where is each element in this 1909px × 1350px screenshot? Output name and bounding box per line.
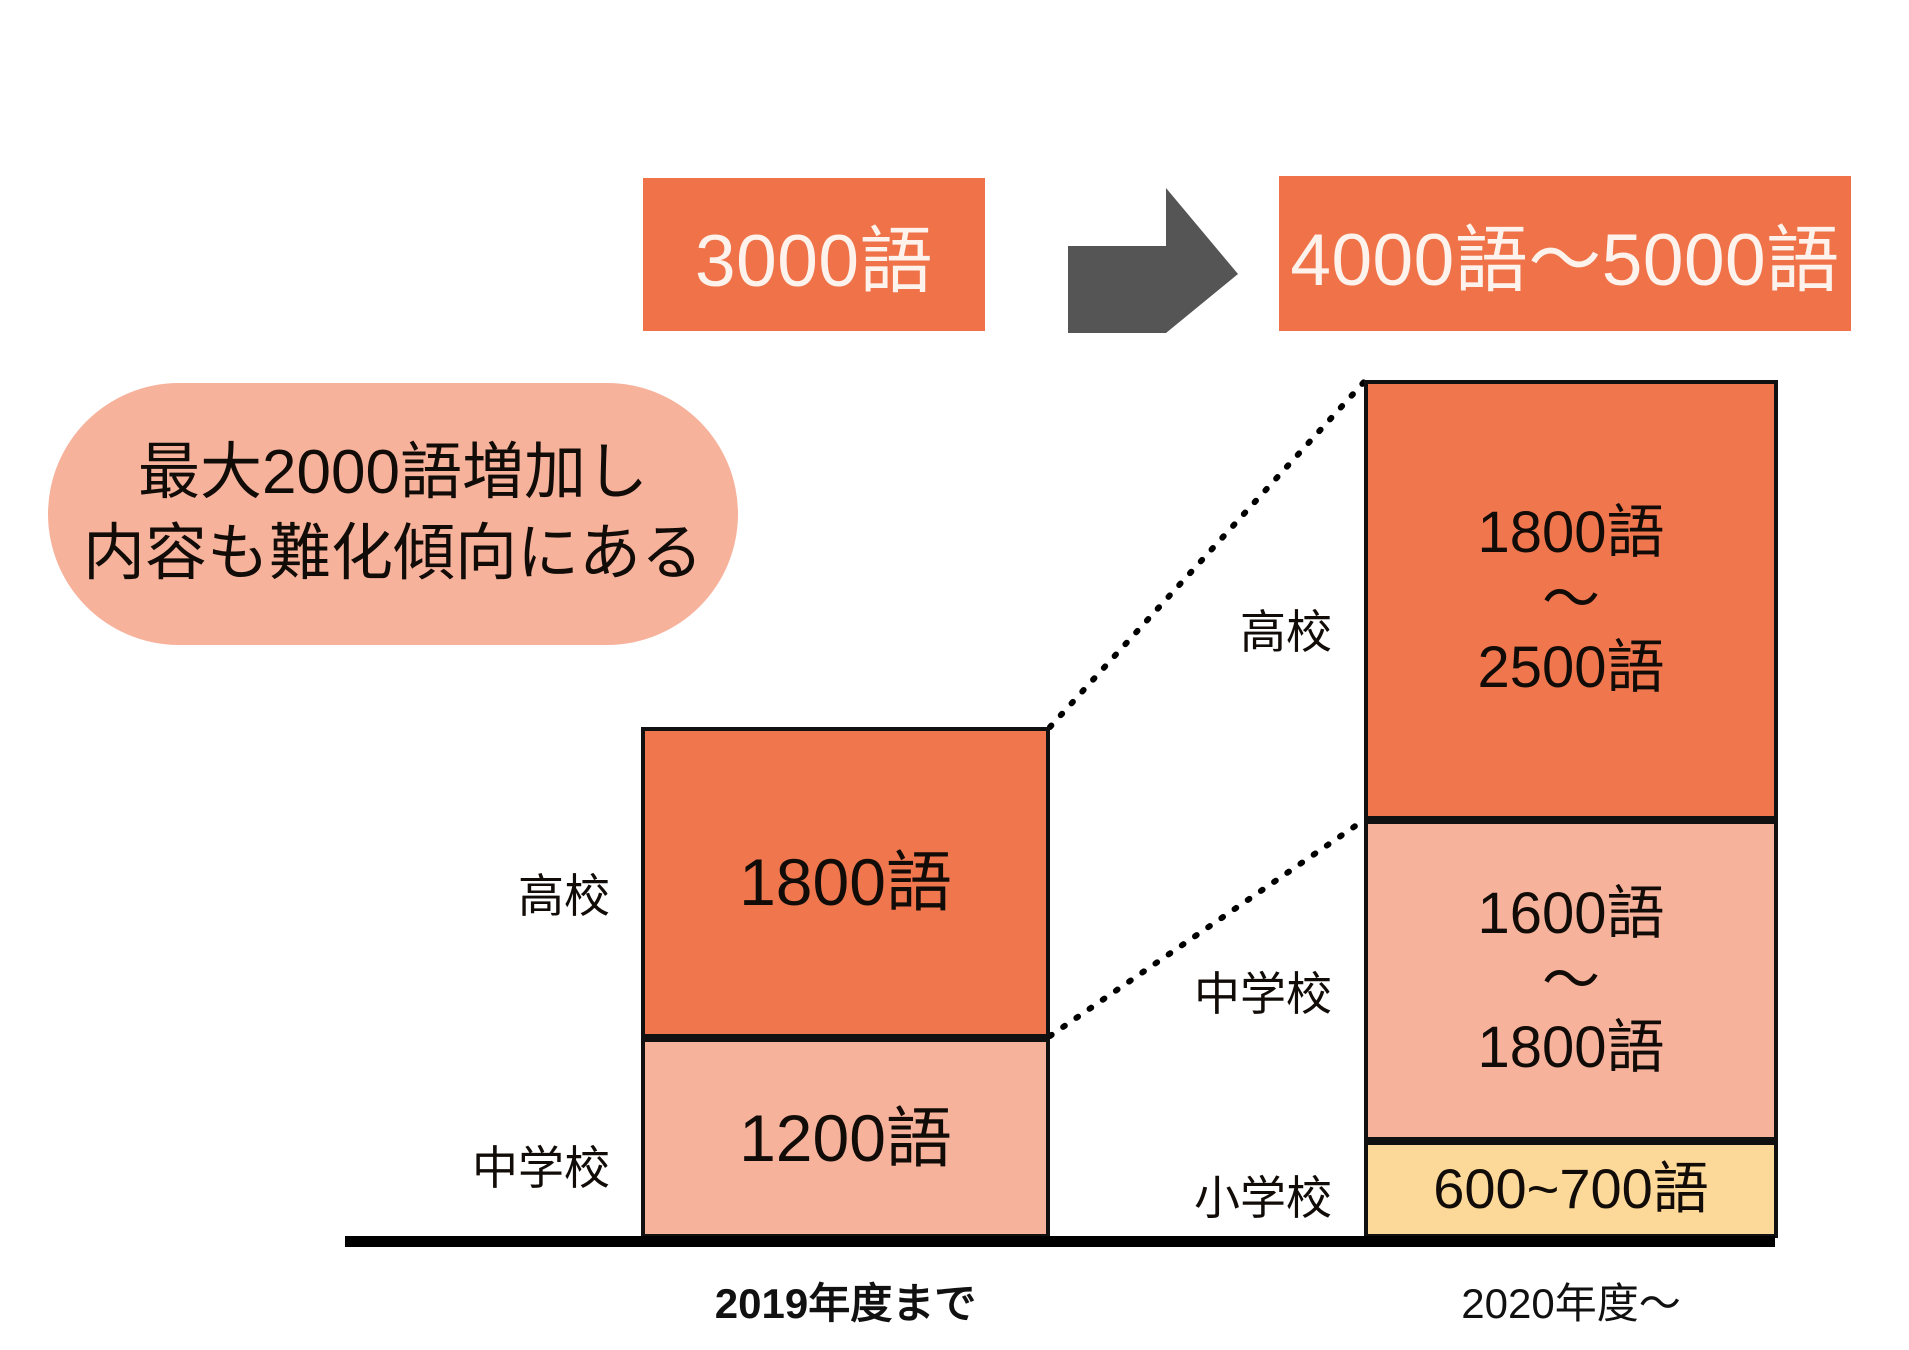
- total-words-before-chip: 3000語: [643, 178, 985, 331]
- callout-bubble: 最大2000語増加し 内容も難化傾向にある: [48, 383, 738, 645]
- right-bar-label-high-school: 高校: [1240, 606, 1332, 658]
- right-bar-value-junior-high-tilde: 〜: [1541, 947, 1600, 1013]
- callout-line-2: 内容も難化傾向にある: [82, 519, 703, 588]
- axis-label-2019: 2019年度まで: [714, 1280, 977, 1327]
- left-bar-value-high-school: 1800語: [739, 845, 952, 920]
- left-bar-label-junior-high: 中学校: [472, 1142, 610, 1194]
- right-bar-segment-elementary: 600~700語: [1364, 1141, 1778, 1238]
- left-bar-segment-junior-high: 1200語: [641, 1038, 1050, 1238]
- callout-line-1: 最大2000語増加し: [138, 438, 648, 508]
- axis-label-2020: 2020年度〜: [1461, 1280, 1681, 1327]
- total-words-before-label: 3000語: [695, 220, 933, 302]
- right-bar-value-high-school-tilde: 〜: [1541, 567, 1600, 633]
- left-bar-label-high-school: 高校: [518, 870, 610, 922]
- left-bar-segment-high-school: 1800語: [641, 727, 1050, 1038]
- right-bar-value-junior-high-bottom: 1800語: [1477, 1015, 1665, 1081]
- right-bar-segment-junior-high: 1600語 〜 1800語: [1364, 820, 1778, 1141]
- right-bar-value-junior-high-top: 1600語: [1477, 880, 1665, 946]
- total-words-after-label: 4000語〜5000語: [1290, 219, 1840, 301]
- right-bar-value-elementary: 600~700語: [1433, 1157, 1709, 1221]
- connector-high-top: [1047, 379, 1367, 730]
- left-bar-value-junior-high: 1200語: [739, 1100, 952, 1175]
- right-bar-value-high-school-bottom: 2500語: [1477, 634, 1665, 700]
- right-bar-value-high-school-top: 1800語: [1477, 500, 1665, 566]
- chart-baseline-axis: [345, 1236, 1775, 1247]
- total-words-after-chip: 4000語〜5000語: [1279, 176, 1851, 331]
- right-bar-label-junior-high: 中学校: [1194, 968, 1332, 1020]
- right-bar-label-elementary: 小学校: [1194, 1172, 1332, 1224]
- arrow-right-icon: [1068, 188, 1238, 333]
- right-bar-segment-high-school: 1800語 〜 2500語: [1364, 380, 1778, 820]
